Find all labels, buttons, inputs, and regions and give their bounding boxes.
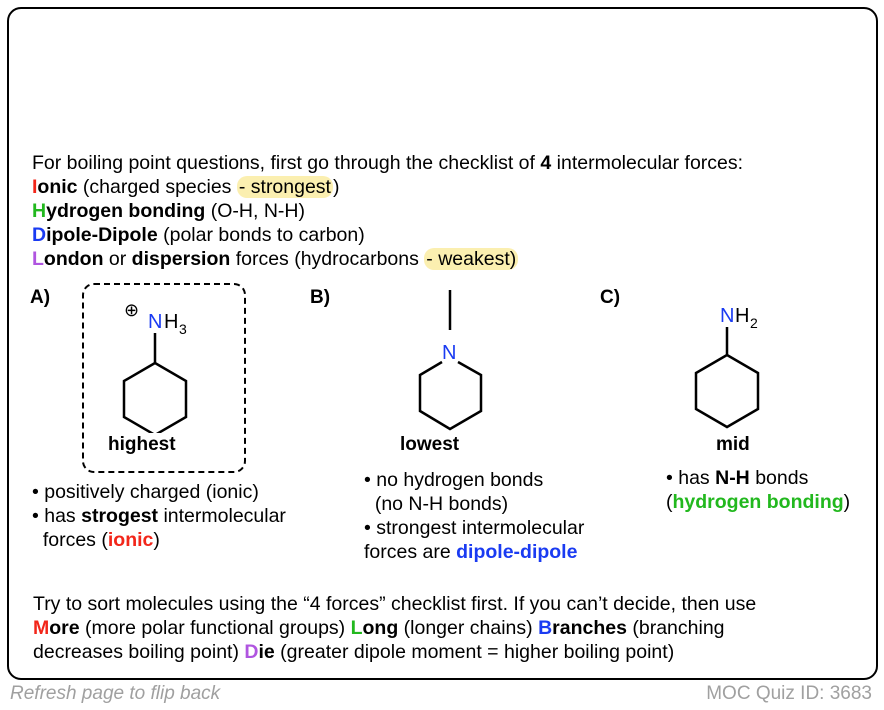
- molecule-c-structure: N H 2: [694, 305, 760, 429]
- rank-a: highest: [108, 434, 176, 455]
- note-c1: • has N-H bonds: [666, 467, 809, 489]
- molecule-a-structure: ⊕ N H 3: [122, 300, 188, 433]
- note-c2: (hydrogen bonding): [666, 491, 851, 513]
- refresh-hint: Refresh page to flip back: [10, 683, 221, 704]
- note-a1: • positively charged (ionic): [32, 481, 259, 503]
- mnemonic-line1: Try to sort molecules using the “4 force…: [33, 593, 757, 615]
- label-b: B): [310, 287, 331, 308]
- note-a2: • has strogest intermolecular: [32, 505, 286, 527]
- molecule-b-structure: N: [418, 290, 483, 431]
- rank-c: mid: [716, 434, 750, 455]
- positive-charge-icon: ⊕: [124, 300, 139, 320]
- note-b1: • no hydrogen bonds: [364, 469, 544, 491]
- label-a: A): [30, 287, 51, 308]
- svg-text:N: N: [148, 311, 162, 333]
- svg-text:H: H: [735, 305, 749, 327]
- svg-text:2: 2: [750, 315, 758, 331]
- intro-text: For boiling point questions, first go th…: [32, 152, 744, 174]
- force-hydrogen: Hydrogen bonding (O-H, N-H): [32, 200, 305, 222]
- rank-b: lowest: [400, 434, 460, 455]
- mnemonic-line2: More (more polar functional groups) Long…: [33, 617, 725, 639]
- svg-text:H: H: [164, 311, 178, 333]
- note-b2: (no N-H bonds): [364, 493, 509, 515]
- label-c: C): [600, 287, 621, 308]
- svg-text:N: N: [442, 342, 456, 364]
- note-b3: • strongest intermolecular: [364, 517, 585, 539]
- force-ionic: Ionic (charged species - strongest): [32, 176, 340, 198]
- answer-box: [82, 283, 246, 473]
- svg-text:3: 3: [179, 321, 187, 337]
- svg-text:N: N: [720, 305, 734, 327]
- note-b4: forces are dipole-dipole: [364, 541, 578, 563]
- force-london: London or dispersion forces (hydrocarbon…: [32, 248, 519, 270]
- quiz-card[interactable]: [7, 7, 878, 680]
- mnemonic-line3: decreases boiling point) Die (greater di…: [33, 641, 675, 663]
- force-dipole: Dipole-Dipole (polar bonds to carbon): [32, 224, 365, 246]
- note-a3: forces (ionic): [32, 529, 160, 551]
- quiz-id: MOC Quiz ID: 3683: [706, 683, 872, 704]
